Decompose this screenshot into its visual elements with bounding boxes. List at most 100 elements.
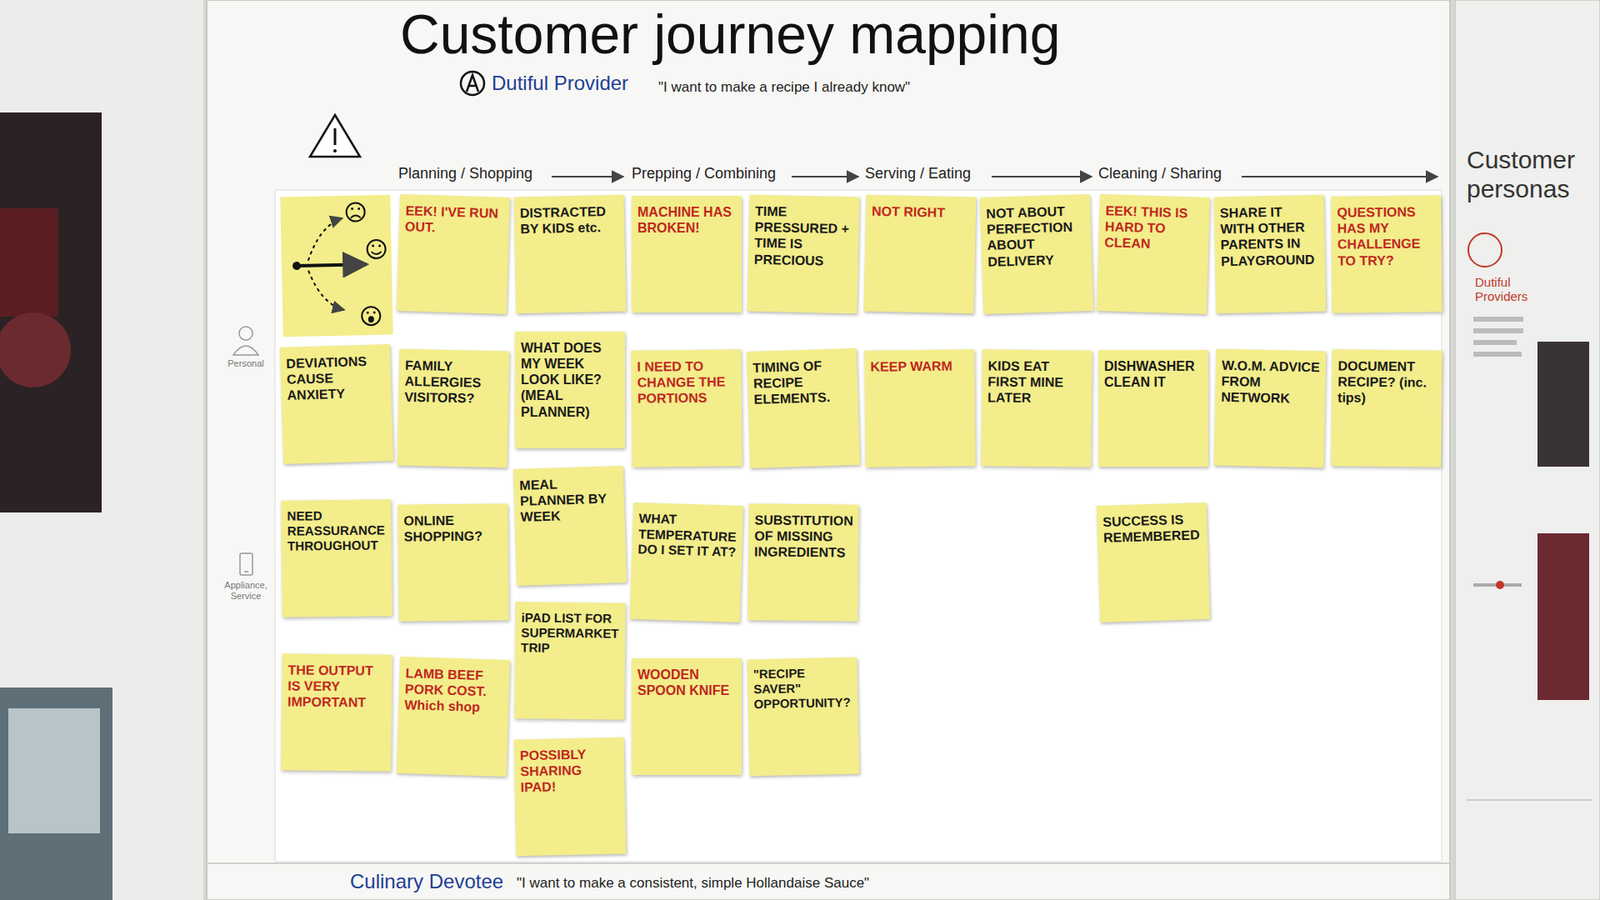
note-text: MACHINE HAS BROKEN! [637, 204, 736, 236]
lane-label: Appliance, Service [213, 580, 279, 601]
sketch-note [280, 195, 393, 338]
warning-dot [333, 149, 337, 153]
poster-title: Customer journey mapping [400, 3, 1060, 67]
sticky-note: NEED REASSURANCE THROUGHOUT [280, 499, 392, 617]
note-text: MEAL PLANNER BY WEEK [519, 474, 620, 525]
persona-name: Culinary Devotee [350, 870, 504, 894]
sketch-arrow [308, 270, 345, 311]
persona-quote: "I want to make a recipe I already know" [658, 79, 910, 96]
sticky-note: NOT ABOUT PERFECTION ABOUT DELIVERY [980, 194, 1094, 315]
persona-icon-glyph [466, 75, 479, 92]
note-text: QUESTIONS HAS MY CHALLENGE TO TRY? [1336, 203, 1436, 269]
note-text: DOCUMENT RECIPE? (inc. tips) [1337, 357, 1437, 407]
sticky-note: MACHINE HAS BROKEN! [631, 195, 742, 313]
device-outline [240, 553, 253, 575]
row-divider [1466, 799, 1592, 801]
face-eye [357, 207, 360, 210]
note-text: I NEED TO CHANGE THE PORTIONS [636, 357, 736, 407]
note-text: DEVIATIONS CAUSE ANXIETY [285, 352, 386, 404]
photo-detail [0, 208, 59, 317]
photo [1537, 533, 1590, 700]
timeline-arrow [551, 175, 624, 178]
sticky-note: KEEP WARM [864, 349, 975, 467]
left-photo [0, 0, 204, 900]
sketch-arrow [296, 264, 367, 266]
sticky-note: WHAT TEMPERATURE DO I SET IT AT? [630, 502, 744, 623]
note-text: TIMING OF RECIPE ELEMENTS. [752, 356, 853, 408]
note-text: WOODEN SPOON KNIFE [637, 666, 736, 699]
note-text: DISTRACTED BY KIDS etc. [520, 203, 620, 238]
warning-icon [310, 115, 360, 157]
poster [206, 0, 1450, 900]
sticky-note: WHAT DOES MY WEEK LOOK LIKE? (MEAL PLANN… [515, 331, 625, 449]
sticky-note: I NEED TO CHANGE THE PORTIONS [630, 349, 742, 467]
note-text: NOT RIGHT [871, 203, 970, 222]
persona-icon [460, 71, 485, 95]
note-text: NEED REASSURANCE THROUGHOUT [286, 507, 386, 555]
stage-header: Prepping / Combining [631, 165, 776, 183]
lane-icon-device [240, 553, 253, 575]
sticky-note: ONLINE SHOPPING? [397, 503, 509, 621]
row-divider [206, 862, 1450, 865]
sticky-note [280, 195, 393, 338]
left-panel [0, 0, 204, 900]
sticky-note: SHARE IT WITH OTHER PARENTS IN PLAYGROUN… [1214, 195, 1327, 315]
sticky-note: EEK! I'VE RUN OUT. [396, 194, 510, 315]
stage-header: Planning / Shopping [398, 165, 533, 183]
happy-face [366, 240, 385, 259]
note-text: "RECIPE SAVER" OPPORTUNITY? [753, 665, 853, 713]
face-eye [366, 311, 370, 315]
lane-icon-person [233, 326, 259, 355]
sticky-note: EEK! THIS IS HARD TO CLEAN [1096, 194, 1210, 315]
stage-header: Cleaning / Sharing [1098, 165, 1222, 183]
device-button [244, 570, 249, 573]
sad-face [345, 202, 365, 221]
warning-mark [334, 128, 337, 145]
sketch-arrow [307, 218, 344, 261]
note-text: iPAD LIST FOR SUPERMARKET TRIP [520, 610, 620, 658]
note-text: WHAT DOES MY WEEK LOOK LIKE? (MEAL PLANN… [520, 340, 620, 420]
person-head [239, 326, 253, 340]
sticky-note: DOCUMENT RECIPE? (inc. tips) [1330, 349, 1442, 467]
sticky-note: TIME PRESSURED + TIME IS PRECIOUS [747, 195, 860, 315]
warning-triangle [310, 115, 360, 157]
sticky-note: NOT RIGHT [864, 195, 977, 315]
face-mouth [371, 251, 382, 255]
note-text: DISHWASHER CLEAN IT [1104, 358, 1203, 390]
timeline-arrow [791, 175, 859, 178]
timeline-arrow [991, 175, 1092, 178]
sticky-note: "RECIPE SAVER" OPPORTUNITY? [747, 657, 860, 777]
persona-name: Dutiful Provider [491, 71, 629, 95]
sticky-note: TIMING OF RECIPE ELEMENTS. [746, 348, 860, 469]
photo-detail [0, 312, 71, 388]
persona-icon-ring [460, 71, 485, 95]
face-mouth [350, 215, 361, 218]
sticky-note: WOODEN SPOON KNIFE [631, 658, 742, 775]
note-text: W.O.M. ADVICE FROM NETWORK [1220, 357, 1320, 408]
sticky-note: QUESTIONS HAS MY CHALLENGE TO TRY? [1330, 195, 1442, 313]
photo [1537, 341, 1590, 467]
sticky-note: KIDS EAT FIRST MINE LATER [980, 349, 1092, 467]
face-mouth [368, 315, 375, 323]
face [361, 306, 380, 325]
face-eye [371, 245, 375, 248]
photo [0, 687, 113, 900]
text-bar [1473, 328, 1524, 334]
sticky-note: DISTRACTED BY KIDS etc. [514, 195, 627, 315]
sticky-note: LAMB BEEF PORK COST. Which shop [396, 656, 510, 777]
text-bar [1473, 340, 1517, 345]
note-text: WHAT TEMPERATURE DO I SET IT AT? [637, 510, 738, 561]
sticky-note: DEVIATIONS CAUSE ANXIETY [280, 344, 394, 465]
note-text: THE OUTPUT IS VERY IMPORTANT [287, 661, 387, 711]
note-text: TIME PRESSURED + TIME IS PRECIOUS [754, 203, 855, 270]
lane-label: Personal [213, 358, 279, 370]
personas-poster [1455, 0, 1600, 900]
person-body [233, 345, 259, 355]
map-sheet [275, 190, 1442, 862]
persona-logo [1468, 233, 1502, 267]
stage-header: Serving / Eating [865, 165, 971, 183]
photo-detail [8, 708, 100, 834]
text-bar [1473, 351, 1522, 357]
